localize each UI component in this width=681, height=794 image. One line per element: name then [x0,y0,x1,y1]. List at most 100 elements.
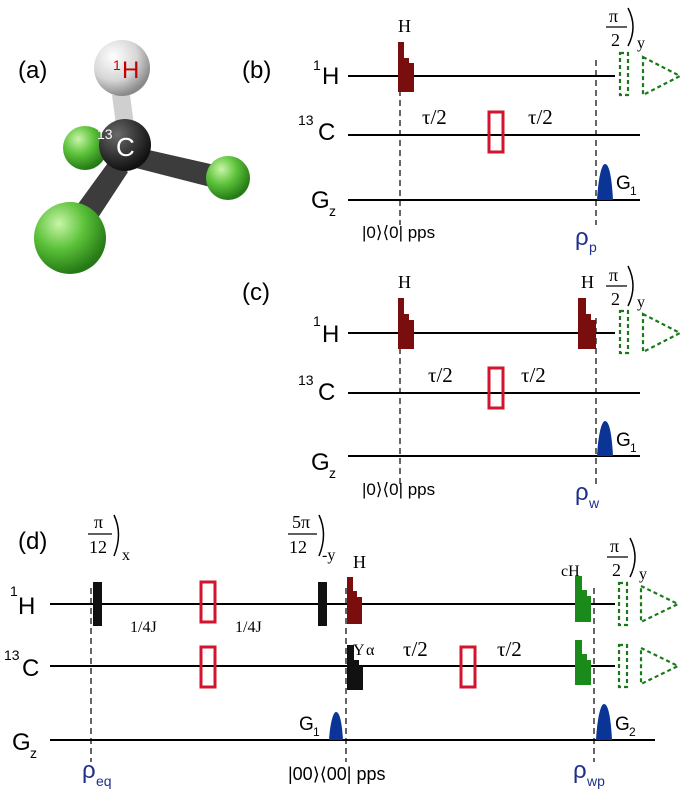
d-readout-den: 2 [612,560,621,580]
d-pulse1-bracket [113,514,120,557]
c-tau-right: τ/2 [521,363,546,387]
d-gradient-1-label: G [299,714,314,735]
d-h-pulse-5pi12 [318,582,327,626]
bond-c-cl-right [136,148,228,190]
b-readout-num: π [609,6,618,26]
b-gz-label: G [311,187,330,214]
h-mass-number: 1 [113,57,121,73]
d-rho-eq-label: ρ [82,757,96,784]
d-h-readout-pulse [617,581,629,627]
d-pulse1-axis: x [122,547,130,564]
d-c-readout-pulse [617,643,629,689]
c-readout-num: π [609,265,618,285]
c-h-channel-label: H [322,321,339,348]
d-gz-sub: z [30,745,37,761]
d-readout-axis: y [639,566,647,583]
b-c-channel-label: C [318,119,335,146]
b-tau-right: τ/2 [528,105,553,129]
d-tau-right: τ/2 [497,637,522,661]
b-readout-den: 2 [611,30,620,50]
c-tau-left: τ/2 [428,363,453,387]
d-pps-label: |00⟩⟨00| pps [288,764,385,784]
d-c-refocus-pulse-2 [459,645,477,689]
d-rho-eq-sub: eq [96,773,112,789]
d-h-channel-label: H [18,593,35,620]
d-pulse1-den: 12 [89,537,107,557]
c-gz-sub: z [329,465,336,481]
c-rho-sub: w [588,495,600,511]
panel-a-label: (a) [18,57,47,84]
c-h-mass: 1 [313,313,321,329]
b-h-pulse-label: H [398,16,411,36]
b-gz-sub: z [329,203,336,219]
panel-c: (c) 1 H 13 C G z H H τ/2 τ/2 π 2 y G 1 |… [242,265,681,511]
c-h-pulse-2 [578,298,596,349]
b-tau-left: τ/2 [422,105,447,129]
c-gradient-pulse [597,421,613,456]
hydrogen-atom [94,40,150,96]
c-rho-label: ρ [575,479,589,506]
b-h-channel-label: H [322,63,339,90]
c-readout-bracket [627,265,634,307]
d-h-pulse-pi12 [93,582,102,626]
d-h-ch-pulse [575,576,591,622]
b-h-mass: 1 [313,57,321,73]
c-gradient-sub: 1 [630,441,637,455]
d-h-readout-fid-icon [639,584,681,624]
d-c-readout-fid-icon [639,646,681,686]
d-c-ch-pulse [575,640,591,685]
molecule-panel: (a) 1 H 13 C [18,40,250,274]
d-gradient-2-sub: 2 [629,725,636,739]
panel-c-label: (c) [242,279,270,306]
d-pulse2-num: 5π [292,512,310,532]
d-c-y-alpha-pulse [347,645,363,690]
d-pulse2-axis: -y [322,547,335,564]
b-gradient-pulse [597,164,613,200]
d-gradient-2-pulse [596,704,612,740]
b-gradient-sub: 1 [630,184,637,198]
chlorine-atom-right [206,156,250,200]
d-gz-label: G [12,729,31,756]
panel-d: (d) 1 H 13 C G z π 12 x 5π 12 -y 1/4J 1/… [4,512,681,789]
d-c-mass: 13 [4,647,20,663]
c-gz-label: G [311,449,330,476]
d-readout-bracket [629,537,636,578]
b-h-pulse [398,42,414,92]
c-c-refocus-pulse [487,366,505,410]
d-gradient-2-label: G [615,714,630,735]
d-pulse1-num: π [94,512,103,532]
b-readout-fid-icon [641,55,681,97]
c-atom-label: C [116,132,135,162]
b-c-refocus-pulse [487,110,505,154]
b-readout-bracket [627,7,634,47]
d-c-channel-label: C [22,655,39,682]
b-gradient-label: G [616,173,631,194]
d-gradient-1-pulse [329,712,343,740]
c-h-pulse-1 [398,298,414,349]
c-readout-pulse [618,309,630,355]
b-readout-pulse [618,51,630,97]
d-readout-num: π [610,536,619,556]
c-readout-den: 2 [611,289,620,309]
panel-b-label: (b) [242,57,271,84]
c-pps-label: |0⟩⟨0| pps [362,480,435,499]
c-c-channel-label: C [318,379,335,406]
b-readout-axis: y [637,35,645,52]
d-tau-left: τ/2 [403,637,428,661]
c-gradient-label: G [616,430,631,451]
b-rho-label: ρ [575,224,589,251]
d-ch-label: cH [561,563,580,580]
b-pps-label: |0⟩⟨0| pps [362,223,435,242]
b-rho-sub: p [589,239,597,255]
b-c-mass: 13 [298,112,314,128]
d-pulse2-bracket [318,514,325,557]
c-mass-number: 13 [97,126,113,142]
d-y-label: Y [353,642,365,659]
c-c-mass: 13 [298,372,314,388]
c-readout-axis: y [637,294,645,311]
panel-b: (b) 1 H 13 C G z H τ/2 τ/2 π 2 y G 1 [242,6,681,255]
d-alpha-label: α [366,642,375,659]
carbon-atom [99,119,151,171]
d-rho-wp-sub: wp [586,773,605,789]
